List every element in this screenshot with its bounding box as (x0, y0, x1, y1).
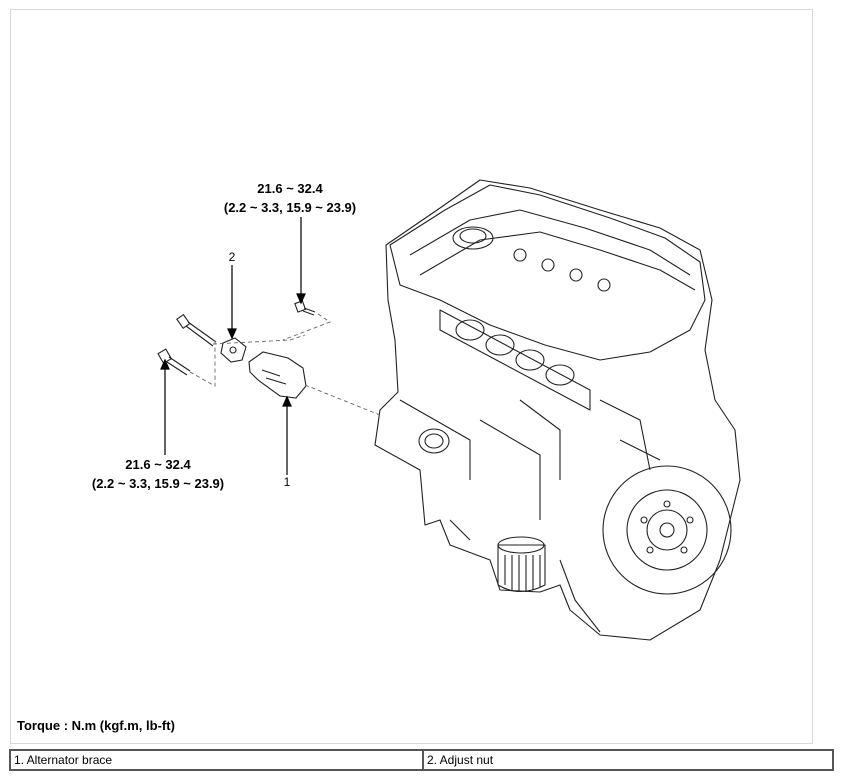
oil-filler-cap (452, 226, 494, 250)
part-2-number: 2 (229, 250, 236, 264)
water-outlet (418, 428, 450, 454)
upper-torque-alt: (2.2 ~ 3.3, 15.9 ~ 23.9) (224, 200, 356, 215)
long-bolt-upper (176, 313, 217, 347)
legend-item-adjust-nut: 2. Adjust nut (422, 749, 834, 771)
legend-table: 1. Alternator brace 2. Adjust nut (9, 749, 834, 771)
upper-torque-nm: 21.6 ~ 32.4 (257, 181, 323, 196)
oil-filter (497, 544, 546, 593)
long-bolt-lower (157, 348, 191, 376)
flywheel (602, 465, 732, 595)
engine-block-outline (374, 179, 741, 641)
torque-units-note: Torque : N.m (kgf.m, lb-ft) (17, 718, 175, 733)
lower-torque-nm: 21.6 ~ 32.4 (125, 457, 191, 472)
adjust-nut (220, 337, 247, 363)
part-1-number: 1 (284, 475, 291, 489)
lower-torque-alt: (2.2 ~ 3.3, 15.9 ~ 23.9) (92, 476, 224, 491)
legend-item-alternator-brace: 1. Alternator brace (9, 749, 424, 771)
valve-cover (389, 184, 706, 361)
figure-frame (10, 9, 813, 744)
legend-row: 1. Alternator brace 2. Adjust nut (9, 749, 834, 771)
small-bolt-upper (294, 300, 316, 316)
alternator-brace (248, 351, 307, 399)
